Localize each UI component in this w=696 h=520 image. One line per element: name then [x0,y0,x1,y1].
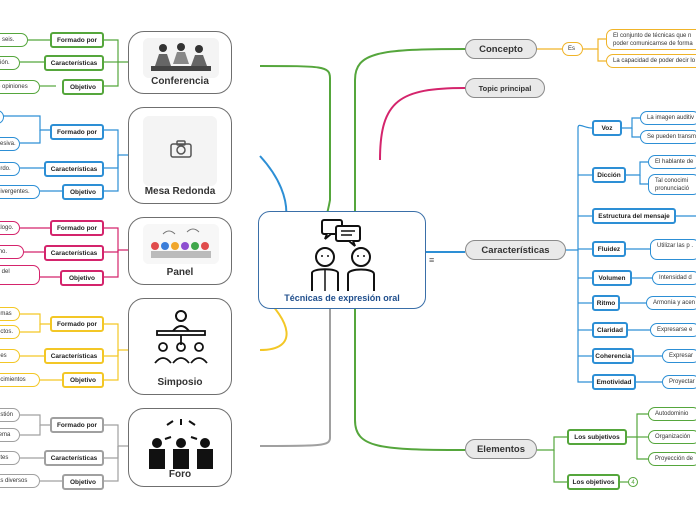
tag-formado-por[interactable]: Formado por [50,417,104,433]
camera-icon [170,140,192,158]
leaf-text[interactable]: álogo. [0,221,20,235]
node-caracteristicas[interactable]: Características [465,240,566,260]
node-mesa-redonda[interactable]: Mesa Redonda [128,107,232,204]
leaf-text[interactable]: as diversos [0,474,40,488]
leaf-text[interactable]: o opiniones [0,80,40,94]
elem-subjetivos[interactable]: Los subjetivos [567,429,627,445]
char-fluidez[interactable]: Fluidez [592,241,626,257]
tag-formado-por[interactable]: Formado por [50,316,104,332]
concept-definition[interactable]: La capacidad de poder decir lo [606,54,696,68]
panel-audience-icon [143,224,219,264]
tag-formado-por[interactable]: Formado por [50,124,104,140]
leaf-text[interactable]: ectos. [0,325,20,339]
leaf-text[interactable]: divergentes. [0,185,40,199]
elem-objetivos[interactable]: Los objetivos [567,474,620,490]
char-coherencia[interactable]: Coherencia [592,348,634,364]
notes-icon[interactable]: ≡ [429,255,435,265]
node-conferencia[interactable]: Conferencia [128,31,232,94]
leaf-text[interactable]: erdo. [0,162,20,176]
node-topic-principal[interactable]: Topic principal [465,78,545,98]
leaf-text[interactable]: s del [0,265,40,285]
collapsed-count-badge[interactable]: 4 [628,477,638,487]
char-claridad[interactable]: Claridad [592,322,628,338]
char-ritmo[interactable]: Ritmo [592,295,620,311]
leaf-text[interactable]: Se pueden transm [640,130,696,144]
symposium-icon [154,310,208,364]
node-simposio[interactable]: Simposio [128,298,232,395]
conference-picture-icon [143,38,219,78]
leaf-text[interactable]: sión. [0,56,20,70]
concept-definition[interactable]: El conjunto de técnicas que n poder comu… [606,29,696,50]
node-panel[interactable]: Panel [128,217,232,285]
tag-formado-por[interactable]: Formado por [50,32,104,48]
tag-objetivo[interactable]: Objetivo [62,79,104,95]
leaf-text[interactable]: Intensidad d [652,271,696,285]
tag-objetivo[interactable]: Objetivo [62,372,104,388]
central-topic[interactable]: Técnicas de expresión oral [258,211,426,309]
leaf-text[interactable]: Proyección de [648,452,696,466]
tag-caracteristicas[interactable]: Características [44,450,104,466]
leaf-text[interactable]: e seis. [0,33,28,47]
char-volumen[interactable]: Volumen [592,270,632,286]
leaf-text[interactable]: ntes [0,451,20,465]
speech-bubbles-icon [321,219,361,247]
node-foro[interactable]: Foro [128,408,232,487]
leaf-text[interactable]: El hablante de [648,155,696,169]
leaf-text[interactable]: tema [0,428,20,442]
char-estructura[interactable]: Estructura del mensaje [592,208,676,224]
tag-caracteristicas[interactable]: Características [44,245,104,261]
char-emotividad[interactable]: Emotividad [592,374,636,390]
char-voz[interactable]: Voz [592,120,622,136]
leaf-text[interactable]: emas [0,307,20,321]
simposio-label: Simposio [157,377,203,388]
leaf-text[interactable]: ocimientos [0,373,40,387]
node-elementos[interactable]: Elementos [465,439,537,459]
leaf-text[interactable]: Expresarse e [650,323,696,337]
foro-label: Foro [168,469,192,480]
leaf-text[interactable]: Tal conocimi pronunciació [648,174,696,195]
tag-caracteristicas[interactable]: Características [44,161,104,177]
leaf-text[interactable]: Utilizar las p . [650,239,696,260]
tag-caracteristicas[interactable]: Características [44,55,104,71]
panel-label: Panel [166,267,194,278]
photo-placeholder [143,116,217,186]
tag-caracteristicas[interactable]: Características [44,348,104,364]
char-diccion[interactable]: Dicción [592,167,626,183]
leaf-text[interactable]: Expresar [662,349,696,363]
connector-es[interactable]: Es [562,42,583,56]
leaf-text[interactable]: nes [0,349,20,363]
node-concepto[interactable]: Concepto [465,39,537,59]
leaf-text[interactable]: Armonía y acen [646,296,696,310]
leaf-text[interactable]: Autodominio [648,407,696,421]
central-topic-title: Técnicas de expresión oral [284,293,400,303]
tag-objetivo[interactable]: Objetivo [62,184,104,200]
leaf-text[interactable]: Organización [648,430,696,444]
forum-people-icon [149,419,213,469]
tag-objetivo[interactable]: Objetivo [60,270,104,286]
leaf-text[interactable]: La imagen auditiv [640,111,696,125]
leaf-text[interactable]: Proyectar [662,375,696,389]
tag-formado-por[interactable]: Formado por [50,220,104,236]
leaf-text[interactable]: estión [0,408,20,422]
conferencia-label: Conferencia [151,76,209,87]
tag-objetivo[interactable]: Objetivo [62,474,104,490]
leaf-text[interactable]: cesiva. [0,137,20,151]
two-people-icon [311,247,375,291]
mesa-redonda-label: Mesa Redonda [144,186,216,197]
leaf-text[interactable]: mo. [0,245,24,259]
